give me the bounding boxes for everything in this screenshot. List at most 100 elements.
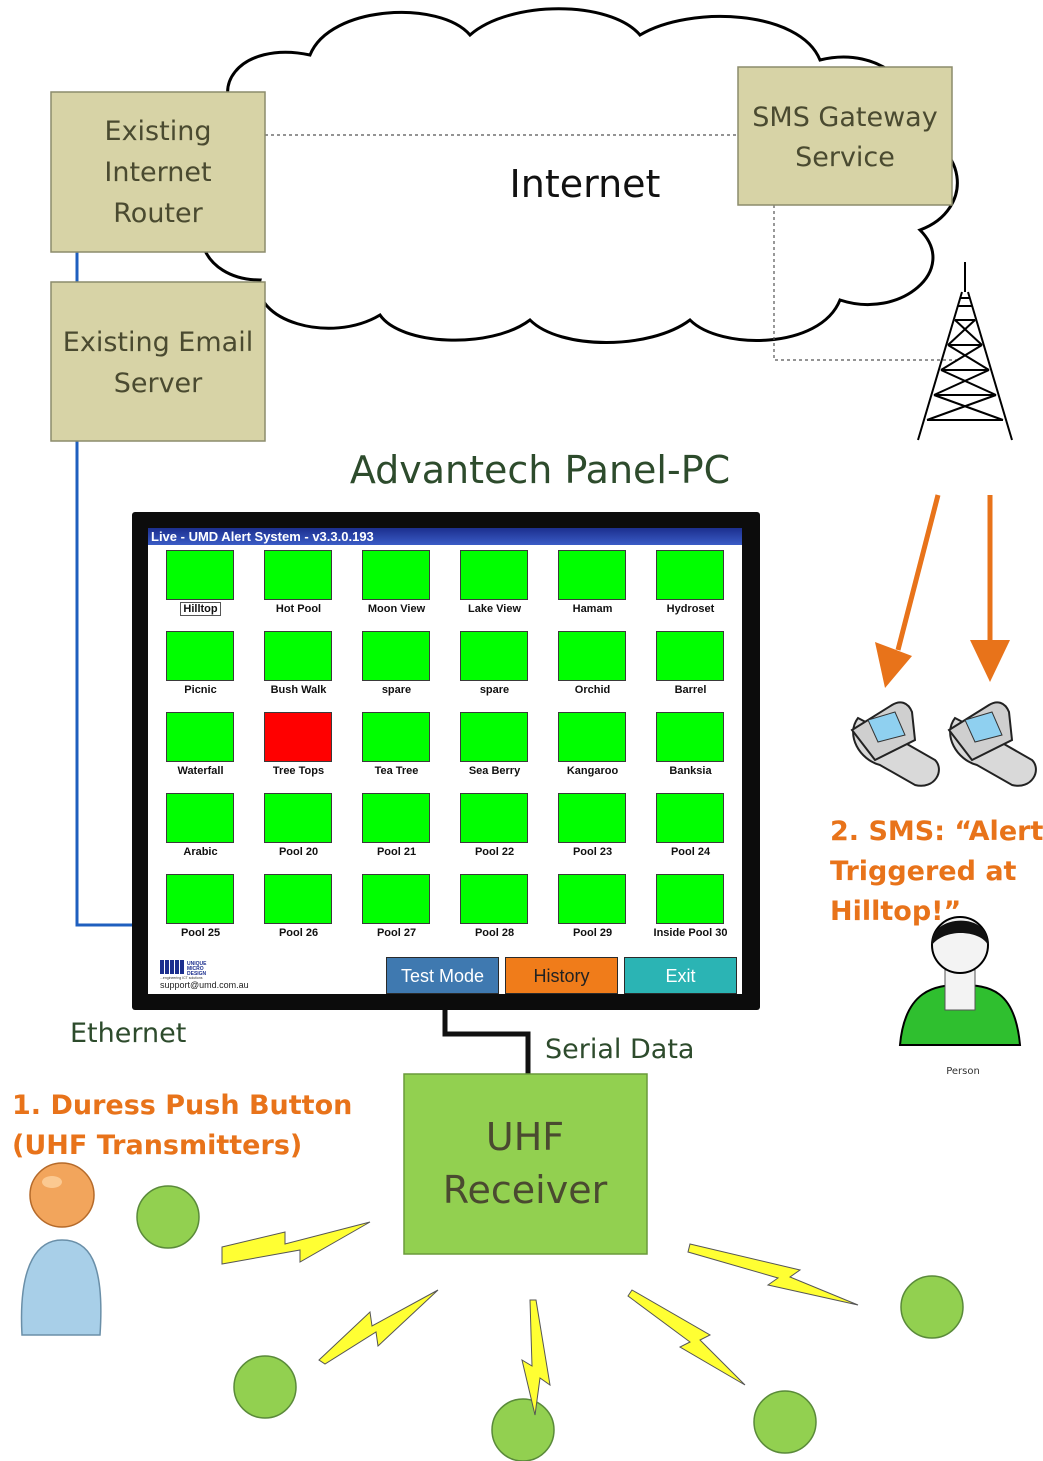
zone-name-text: Orchid (574, 684, 611, 696)
zone-status-indicator[interactable] (166, 793, 234, 843)
zone-name: Waterfall (153, 765, 248, 777)
zone-status-indicator[interactable] (558, 793, 626, 843)
zone-status-indicator[interactable] (656, 793, 724, 843)
zone-status-indicator[interactable] (656, 631, 724, 681)
transmitter-icon (900, 1275, 964, 1339)
zone-name-text: Pool 27 (376, 927, 417, 939)
zone-status-indicator[interactable] (264, 550, 332, 600)
zone-status-indicator[interactable] (558, 631, 626, 681)
zone-name: Arabic (153, 846, 248, 858)
zone-status-indicator[interactable] (656, 874, 724, 924)
zone-name: Banksia (643, 765, 738, 777)
zone-status-indicator[interactable] (656, 712, 724, 762)
zone-tile[interactable]: Arabic (153, 790, 248, 870)
zone-status-indicator[interactable] (362, 793, 430, 843)
zone-tile[interactable]: Waterfall (153, 709, 248, 789)
zone-name-text: spare (381, 684, 412, 696)
zone-status-indicator[interactable] (362, 874, 430, 924)
zone-status-indicator[interactable] (264, 712, 332, 762)
zone-tile[interactable]: Lake View (447, 547, 542, 627)
zone-name: Lake View (447, 603, 542, 615)
sms-line-3: Hilltop!” (830, 896, 962, 927)
zone-name: Pool 26 (251, 927, 346, 939)
zone-status-indicator[interactable] (558, 712, 626, 762)
zone-tile[interactable]: Hydroset (643, 547, 738, 627)
zone-status-indicator[interactable] (460, 550, 528, 600)
zone-tile[interactable]: Bush Walk (251, 628, 346, 708)
zone-status-indicator[interactable] (362, 550, 430, 600)
zone-tile[interactable]: Pool 28 (447, 871, 542, 951)
zone-tile[interactable]: Hilltop (153, 547, 248, 627)
sms-line-1: 2. SMS: “Alert (830, 816, 1043, 847)
exit-button[interactable]: Exit (624, 957, 737, 994)
sms-gateway-line-2: Service (795, 142, 895, 173)
zone-tile[interactable]: spare (349, 628, 444, 708)
zone-tile[interactable]: Banksia (643, 709, 738, 789)
zone-status-indicator[interactable] (264, 631, 332, 681)
zone-status-indicator[interactable] (166, 874, 234, 924)
zone-tile[interactable]: Pool 21 (349, 790, 444, 870)
zone-tile[interactable]: Kangaroo (545, 709, 640, 789)
test-mode-button[interactable]: Test Mode (386, 957, 499, 994)
zone-tile[interactable]: Pool 27 (349, 871, 444, 951)
zone-name-text: Waterfall (177, 765, 224, 777)
zone-name-text: Barrel (674, 684, 707, 696)
zone-name: Barrel (643, 684, 738, 696)
email-server-line-2: Server (114, 368, 203, 399)
zone-tile[interactable]: Pool 20 (251, 790, 346, 870)
zone-tile[interactable]: Orchid (545, 628, 640, 708)
zone-tile[interactable]: Hamam (545, 547, 640, 627)
zone-status-indicator[interactable] (656, 550, 724, 600)
zone-tile[interactable]: Pool 22 (447, 790, 542, 870)
zone-status-indicator[interactable] (558, 550, 626, 600)
zone-name: Tea Tree (349, 765, 444, 777)
logo-word-1: UNIQUE (187, 961, 207, 967)
zone-tile[interactable]: Pool 23 (545, 790, 640, 870)
zone-status-indicator[interactable] (460, 874, 528, 924)
zone-status-indicator[interactable] (166, 550, 234, 600)
logo-tagline: ...engineering ICT solutions (160, 976, 203, 980)
zone-status-indicator[interactable] (460, 793, 528, 843)
zone-tile[interactable]: Tea Tree (349, 709, 444, 789)
zone-status-indicator[interactable] (264, 793, 332, 843)
ethernet-cable-to-panel (75, 441, 134, 927)
history-button[interactable]: History (505, 957, 618, 994)
logo-word-2: MICRO (187, 966, 204, 972)
zone-tile[interactable]: Sea Berry (447, 709, 542, 789)
ethernet-label: Ethernet (70, 1018, 187, 1049)
mobile-phone-icon (947, 701, 1037, 787)
zone-status-indicator[interactable] (166, 631, 234, 681)
zone-tile[interactable]: Moon View (349, 547, 444, 627)
receiver-line-2: Receiver (443, 1168, 608, 1212)
gateway-tower-link (773, 205, 960, 361)
zone-name-text: Bush Walk (270, 684, 327, 696)
zone-tile[interactable]: spare (447, 628, 542, 708)
zone-tile[interactable]: Pool 26 (251, 871, 346, 951)
zone-name-text: Moon View (367, 603, 426, 615)
zone-name: Moon View (349, 603, 444, 615)
zone-tile[interactable]: Pool 29 (545, 871, 640, 951)
zone-tile[interactable]: Pool 24 (643, 790, 738, 870)
zone-tile[interactable]: Hot Pool (251, 547, 346, 627)
sms-arrows (875, 494, 1010, 688)
duress-button-label: 1. Duress Push Button (UHF Transmitters) (12, 1086, 352, 1166)
zone-tile[interactable]: Pool 25 (153, 871, 248, 951)
zone-status-indicator[interactable] (460, 712, 528, 762)
zone-status-indicator[interactable] (460, 631, 528, 681)
router-line-2: Internet (104, 157, 211, 188)
zone-status-indicator[interactable] (362, 712, 430, 762)
router-line-3: Router (113, 198, 203, 229)
zone-tile[interactable]: Tree Tops (251, 709, 346, 789)
zone-status-indicator[interactable] (264, 874, 332, 924)
zone-tile[interactable]: Inside Pool 30 (643, 871, 738, 951)
zone-status-indicator[interactable] (362, 631, 430, 681)
zone-tile[interactable]: Barrel (643, 628, 738, 708)
zone-status-indicator[interactable] (166, 712, 234, 762)
zone-name: Pool 24 (643, 846, 738, 858)
zone-name-text: Hot Pool (275, 603, 322, 615)
sms-gateway-box: SMS Gateway Service (737, 66, 953, 206)
panel-pc-title: Advantech Panel-PC (349, 448, 731, 492)
zone-status-indicator[interactable] (558, 874, 626, 924)
zone-tile[interactable]: Picnic (153, 628, 248, 708)
